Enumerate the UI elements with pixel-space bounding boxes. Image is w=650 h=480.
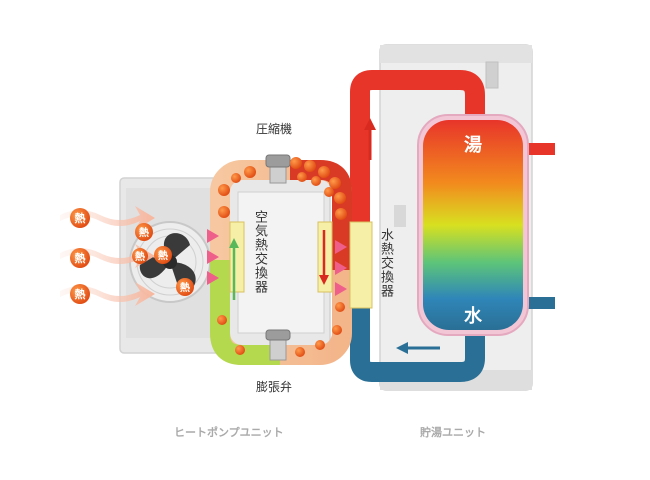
heat-token <box>235 345 245 355</box>
storage-unit-label: 貯湯ユニット <box>420 426 486 439</box>
heat-token <box>70 284 90 304</box>
heat-token <box>324 187 334 197</box>
refrigerant-flow-arrows <box>229 230 329 300</box>
heat-token <box>295 347 305 357</box>
heat-token <box>335 208 347 220</box>
heat-token <box>297 172 307 182</box>
heat-token-label: 熱 <box>75 251 86 265</box>
heat-token <box>176 278 194 296</box>
heat-token <box>231 173 241 183</box>
heat-token <box>332 325 342 335</box>
heat-token-label: 熱 <box>158 249 168 262</box>
heat-token <box>335 302 345 312</box>
hot-water-tank <box>417 114 529 336</box>
heat-token <box>244 166 256 178</box>
compressor-label: 圧縮機 <box>256 122 293 136</box>
heat-token-label: 熱 <box>75 287 86 301</box>
heat-token-label: 熱 <box>135 250 145 263</box>
hot-water-label: 湯 <box>464 135 482 156</box>
heat-token <box>132 248 148 264</box>
heat-token <box>218 206 230 218</box>
heat-token <box>290 157 302 169</box>
heat-token <box>154 246 172 264</box>
compressor-icon <box>265 154 291 184</box>
heat-token <box>315 340 325 350</box>
heat-token <box>135 223 153 241</box>
expansion-valve-icon <box>265 329 291 361</box>
heat-token-label: 熱 <box>180 281 190 294</box>
heat-token-label: 熱 <box>75 211 86 225</box>
expansion-valve-label: 膨張弁 <box>256 380 293 394</box>
air-heat-transfer-arrows <box>207 229 347 296</box>
heat-token <box>311 176 321 186</box>
air-heat-exchanger-label: 空気熱交換器 <box>252 210 267 294</box>
water-heat-exchanger-label: 水熱交換器 <box>378 228 393 298</box>
water-heat-exchanger-plate <box>349 221 373 309</box>
heat-token <box>70 208 90 228</box>
heat-token <box>334 192 346 204</box>
heat-token <box>217 315 227 325</box>
water-label: 水 <box>464 306 482 327</box>
heat-token-label: 熱 <box>139 226 149 239</box>
heat-token <box>218 184 230 196</box>
heat-token <box>329 177 341 189</box>
heat-token <box>318 166 330 178</box>
heat-token <box>70 248 90 268</box>
heat-token <box>304 160 316 172</box>
heat-pump-unit-label: ヒートポンプユニット <box>174 426 284 439</box>
flow-arrows <box>364 118 440 354</box>
